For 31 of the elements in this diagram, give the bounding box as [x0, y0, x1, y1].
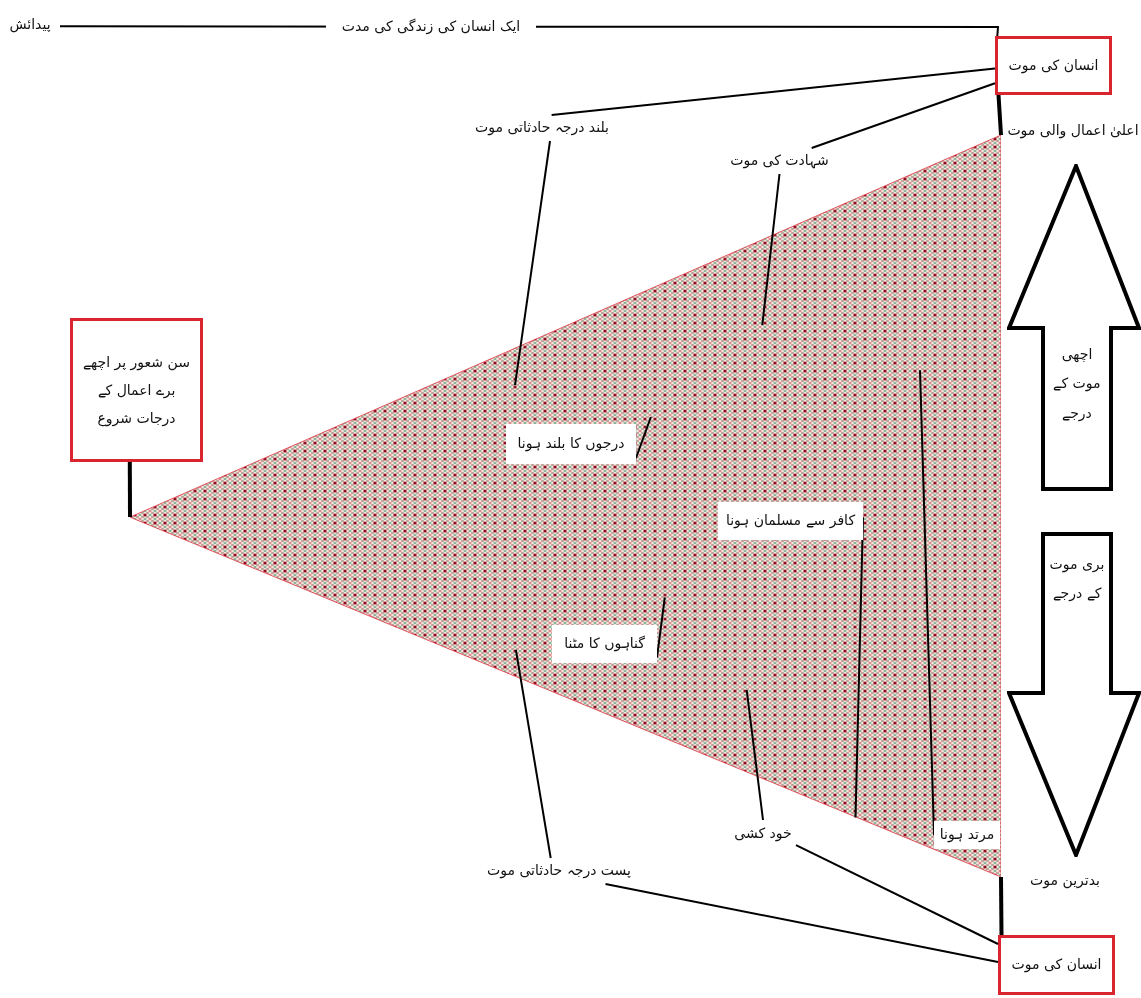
start-box: سن شعور پر اچھے برے اعمال کے درجات شروع: [70, 318, 203, 462]
leader-line: [635, 416, 652, 459]
leader-line: [996, 94, 1003, 136]
leader-line: [761, 173, 781, 326]
arrow-text: بری موت کے درجے: [1049, 555, 1105, 604]
leader-line: [514, 648, 552, 859]
leader-label: بلند درجہ حادثاتی موت: [462, 115, 622, 141]
leader-label: خود کشی: [730, 820, 796, 848]
leader-line: [656, 596, 666, 659]
leader-label: گناہوں کا مٹنا: [552, 625, 657, 663]
leader-label: پست درجہ حادثاتی موت: [476, 858, 642, 884]
leader-line: [604, 883, 999, 963]
leader-line: [919, 369, 935, 836]
leader-line: [854, 516, 864, 819]
leader-line: [810, 82, 996, 149]
arrow-text: اچھی موت کے درجے: [1052, 345, 1102, 424]
leader-line: [999, 876, 1004, 935]
leader-line: [550, 67, 996, 116]
leader-line: [127, 462, 132, 518]
death-box: انسان کی موت: [995, 36, 1112, 95]
timeline-start-label: پیدائش: [0, 12, 60, 38]
leader-label: درجوں کا بلند ہونا: [506, 424, 636, 464]
leader-line: [514, 140, 551, 387]
top-level-label: اعلیٰ اعمال والی موت: [1005, 118, 1141, 144]
bottom-level-label: بدترین موت: [1018, 868, 1112, 894]
leader-label: مرتد ہونا: [934, 821, 1000, 849]
leader-label: کافر سے مسلمان ہونا: [718, 502, 863, 540]
leader-label: شہادت کی موت: [722, 148, 837, 174]
leader-line: [745, 689, 764, 821]
leader-line: [795, 844, 999, 945]
death-box: انسان کی موت: [998, 935, 1115, 995]
